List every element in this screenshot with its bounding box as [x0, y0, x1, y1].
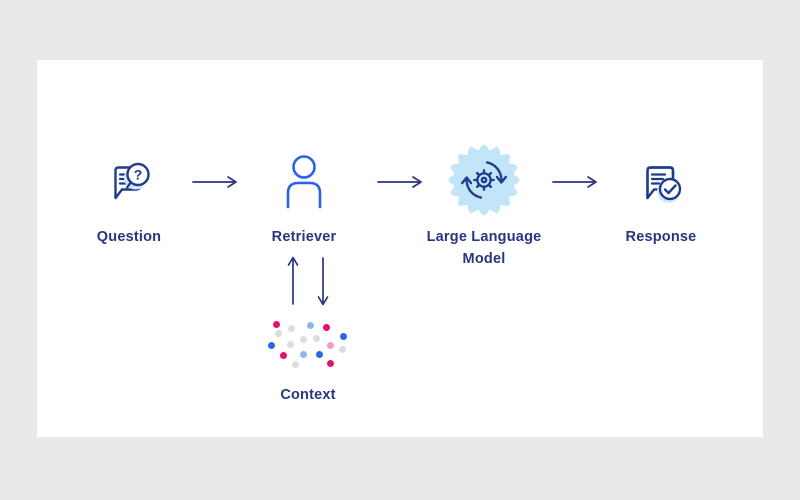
diagram-card	[37, 60, 763, 437]
chat-bubble-question-icon: ?	[105, 157, 153, 205]
arrow-retriever-to-context-icon	[317, 256, 329, 306]
retriever-label: Retriever	[271, 229, 337, 245]
arrow-retriever-to-llm-icon	[377, 176, 423, 188]
arrow-context-to-retriever-icon	[287, 256, 299, 306]
response-label: Response	[625, 229, 697, 245]
svg-text:?: ?	[134, 167, 143, 183]
llm-label: Large Language Model	[426, 229, 542, 267]
arrow-llm-to-response-icon	[552, 176, 598, 188]
gear-icon	[473, 169, 495, 191]
context-label: Context	[280, 387, 336, 403]
sync-arrows-icon	[460, 161, 508, 199]
arrow-question-to-retriever-icon	[192, 176, 238, 188]
gear-sync-badge-icon	[445, 141, 523, 219]
chat-bubble-check-icon	[637, 157, 685, 205]
question-label: Question	[96, 229, 162, 245]
person-icon	[280, 152, 328, 209]
